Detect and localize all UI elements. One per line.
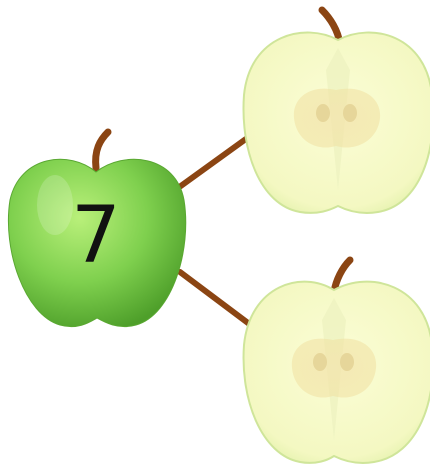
- part-apple-bottom-core: [292, 339, 376, 398]
- whole-apple: 7: [8, 132, 185, 327]
- connector-line-bottom: [180, 272, 252, 326]
- part-apple-top-seed-right: [343, 104, 357, 122]
- part-apple-top: [243, 10, 430, 213]
- whole-apple-highlight: [37, 175, 73, 235]
- whole-number: 7: [71, 191, 121, 281]
- part-apple-bottom-seed-left: [313, 353, 327, 371]
- part-apple-top-seed-left: [316, 104, 330, 122]
- part-apple-bottom-seed-right: [340, 353, 354, 371]
- part-apple-bottom: [244, 260, 430, 463]
- part-apple-top-core: [294, 89, 380, 148]
- whole-apple-stem: [96, 132, 108, 168]
- connector-line-top: [178, 136, 250, 188]
